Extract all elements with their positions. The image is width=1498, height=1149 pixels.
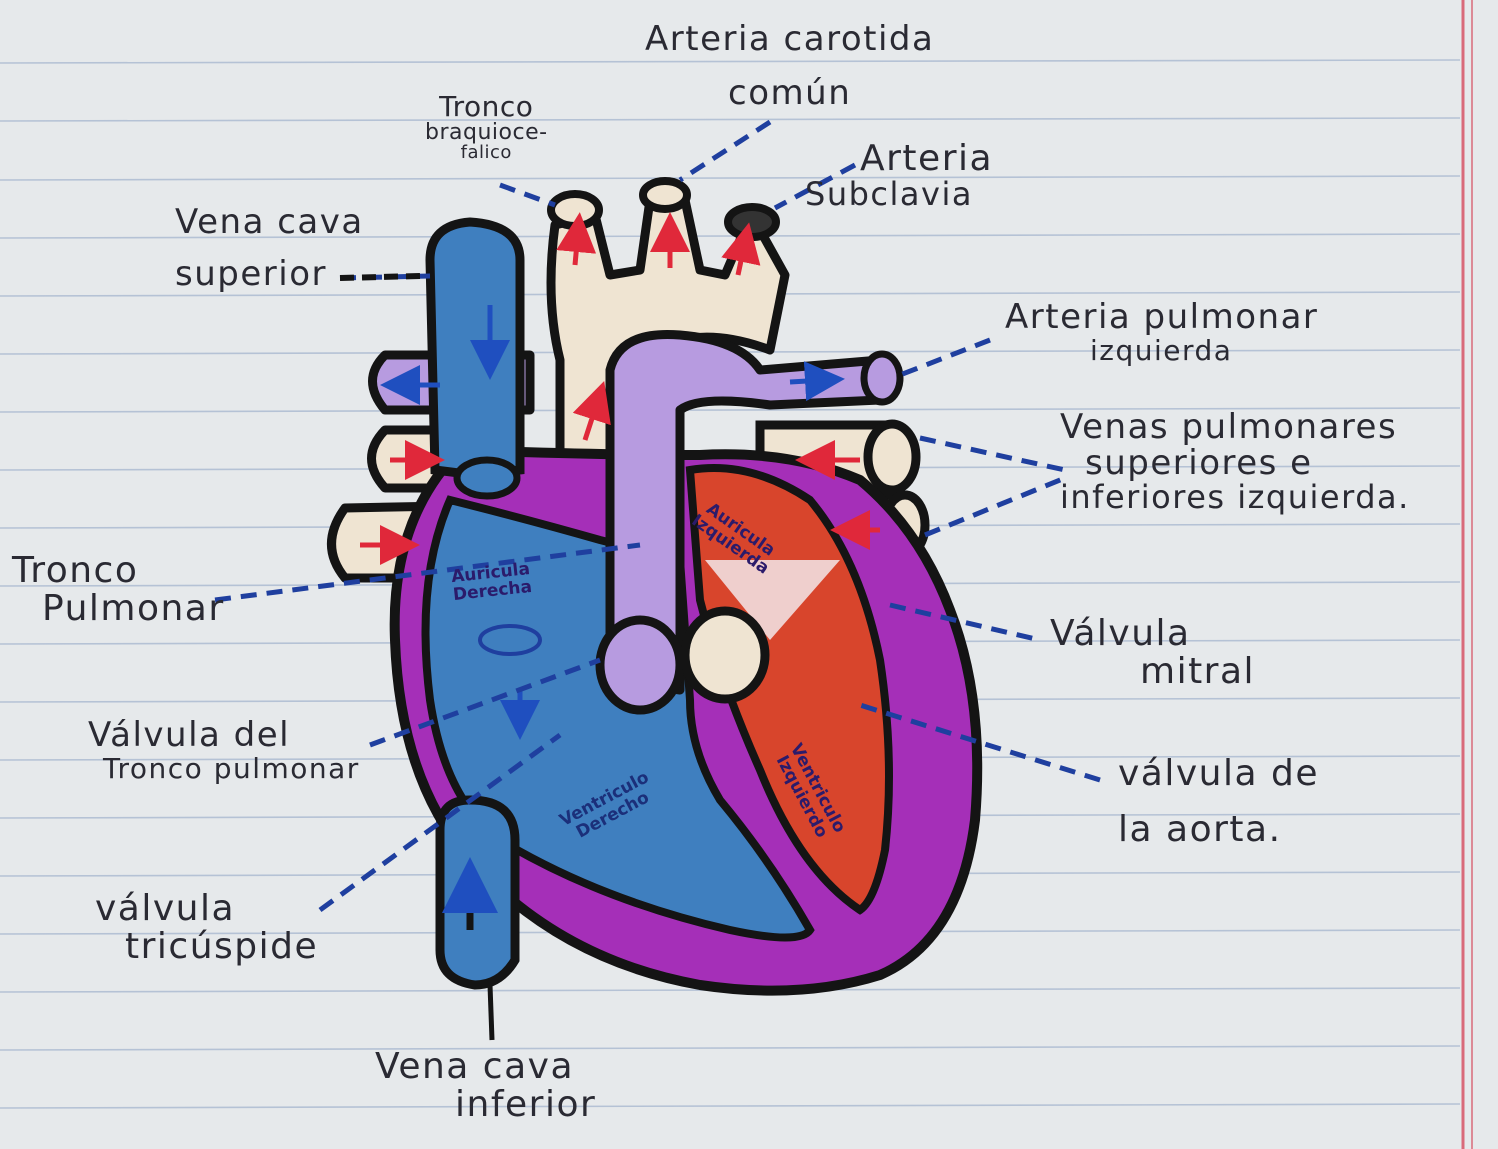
label-arteria-subclavia: Arteria Subclavia [805,140,993,211]
leader-arteria-pulmonar [900,340,990,375]
label-venas-pulmonares: Venas pulmonares superiores e inferiores… [1060,410,1410,515]
valvula-mitral-line1: Válvula [1050,615,1255,653]
subclavian-opening [728,207,776,237]
venas-pulmonares-line3: inferiores izquierda. [1060,481,1410,515]
vena-cava-inferior-line2: inferior [375,1086,596,1124]
tronco-braquiocefalico-line3: falico [425,144,548,163]
leader-carotida [680,122,770,180]
arteria-carotida-line2: común [645,76,934,112]
brachiocephalic-trunk-opening [551,194,599,226]
valvula-aorta-line2: la aorta. [1118,811,1319,849]
tronco-pulmonar-line1: Tronco [12,552,225,590]
label-tronco-braquiocefalico: Tronco braquioce- falico [425,92,548,163]
aortic-valve [685,611,765,699]
valvula-tronco-line2: Tronco pulmonar [88,754,360,783]
pulmonary-valve [600,620,680,710]
arteria-pulmonar-line2: izquierda [1005,336,1318,365]
inferior-vena-cava [440,800,515,985]
arteria-subclavia-line2: Subclavia [805,178,993,212]
label-vena-cava-inferior: Vena cava inferior [375,1048,596,1124]
superior-vena-cava [430,222,520,475]
label-vena-cava-superior: Vena cava superior [175,205,364,292]
carotid-opening [643,181,687,209]
label-arteria-carotida: Arteria carotida común [645,22,934,111]
vena-cava-inferior-line1: Vena cava [375,1048,596,1086]
vena-cava-superior-line2: superior [175,257,364,293]
valvula-aorta-line1: válvula de [1118,755,1319,793]
valvula-tricuspide-line1: válvula [95,890,318,928]
arteria-pulmonar-line1: Arteria pulmonar [1005,300,1318,336]
leader-braquiocefalico [500,185,555,205]
valvula-tricuspide-line2: tricúspide [95,928,318,966]
venas-pulmonares-line2: superiores e [1060,446,1410,482]
valvula-tronco-line1: Válvula del [88,718,360,754]
valvula-mitral-line2: mitral [1050,653,1255,691]
label-arteria-pulmonar-izquierda: Arteria pulmonar izquierda [1005,300,1318,365]
leader-venas-sup [920,438,1065,470]
leader-venas-inf [925,478,1065,535]
arteria-subclavia-line1: Arteria [805,140,993,178]
tronco-pulmonar-line2: Pulmonar [12,590,225,628]
label-valvula-aorta: válvula de la aorta. [1118,755,1319,849]
tronco-braquiocefalico-line1: Tronco [425,92,548,121]
label-valvula-tronco-pulmonar: Válvula del Tronco pulmonar [88,718,360,783]
vena-cava-superior-line1: Vena cava [175,205,364,241]
arteria-carotida-line1: Arteria carotida [645,22,934,58]
label-tronco-pulmonar: Tronco Pulmonar [12,552,225,628]
label-valvula-tricuspide: válvula tricúspide [95,890,318,966]
venas-pulmonares-line1: Venas pulmonares [1060,410,1410,446]
tronco-braquiocefalico-line2: braquioce- [425,121,548,144]
label-valvula-mitral: Válvula mitral [1050,615,1255,691]
